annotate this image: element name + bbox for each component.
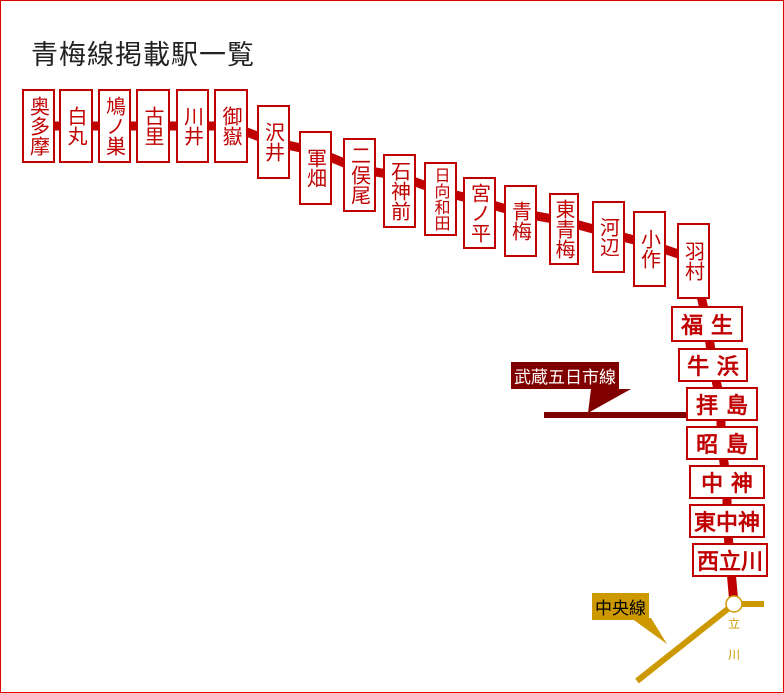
itsukaichi-callout-pointer: [588, 389, 631, 413]
station-box[interactable]: 御嶽: [214, 89, 248, 163]
station-box[interactable]: 東青梅: [549, 193, 579, 265]
station-box[interactable]: 西立川: [692, 543, 768, 577]
chuo-line-track: [635, 601, 736, 684]
station-box[interactable]: 拝 島: [686, 387, 758, 421]
station-box[interactable]: 古里: [136, 89, 170, 163]
station-box[interactable]: 日向和田: [424, 162, 457, 236]
station-box[interactable]: 青梅: [504, 185, 537, 257]
tachikawa-label-2: 川: [728, 648, 741, 662]
station-box[interactable]: 牛 浜: [678, 348, 748, 382]
station-box[interactable]: 石神前: [383, 154, 416, 228]
station-box[interactable]: 白丸: [59, 89, 93, 163]
station-box[interactable]: 奥多摩: [22, 89, 55, 163]
chuo-callout-pointer: [631, 618, 667, 644]
station-box[interactable]: 軍畑: [299, 131, 332, 205]
station-box[interactable]: 中 神: [689, 465, 765, 499]
station-box[interactable]: 東中神: [689, 504, 765, 538]
chuo-line-label[interactable]: 中央線: [592, 593, 649, 620]
tachikawa-station-marker[interactable]: [725, 595, 743, 613]
station-box[interactable]: 昭 島: [686, 426, 758, 460]
station-box[interactable]: 鳩ノ巣: [98, 89, 131, 163]
tachikawa-label-1: 立: [728, 617, 741, 631]
station-box[interactable]: 宮ノ平: [463, 177, 496, 249]
itsukaichi-line-label[interactable]: 武蔵五日市線: [511, 362, 619, 389]
station-box[interactable]: 二俣尾: [343, 138, 376, 212]
station-box[interactable]: 小作: [633, 211, 666, 287]
station-box[interactable]: 河辺: [592, 201, 625, 273]
station-box[interactable]: 羽村: [677, 223, 710, 299]
page-title: 青梅線掲載駅一覧: [31, 40, 255, 71]
station-box[interactable]: 福 生: [671, 306, 743, 342]
station-box[interactable]: 川井: [176, 89, 209, 163]
station-box[interactable]: 沢井: [257, 105, 290, 179]
